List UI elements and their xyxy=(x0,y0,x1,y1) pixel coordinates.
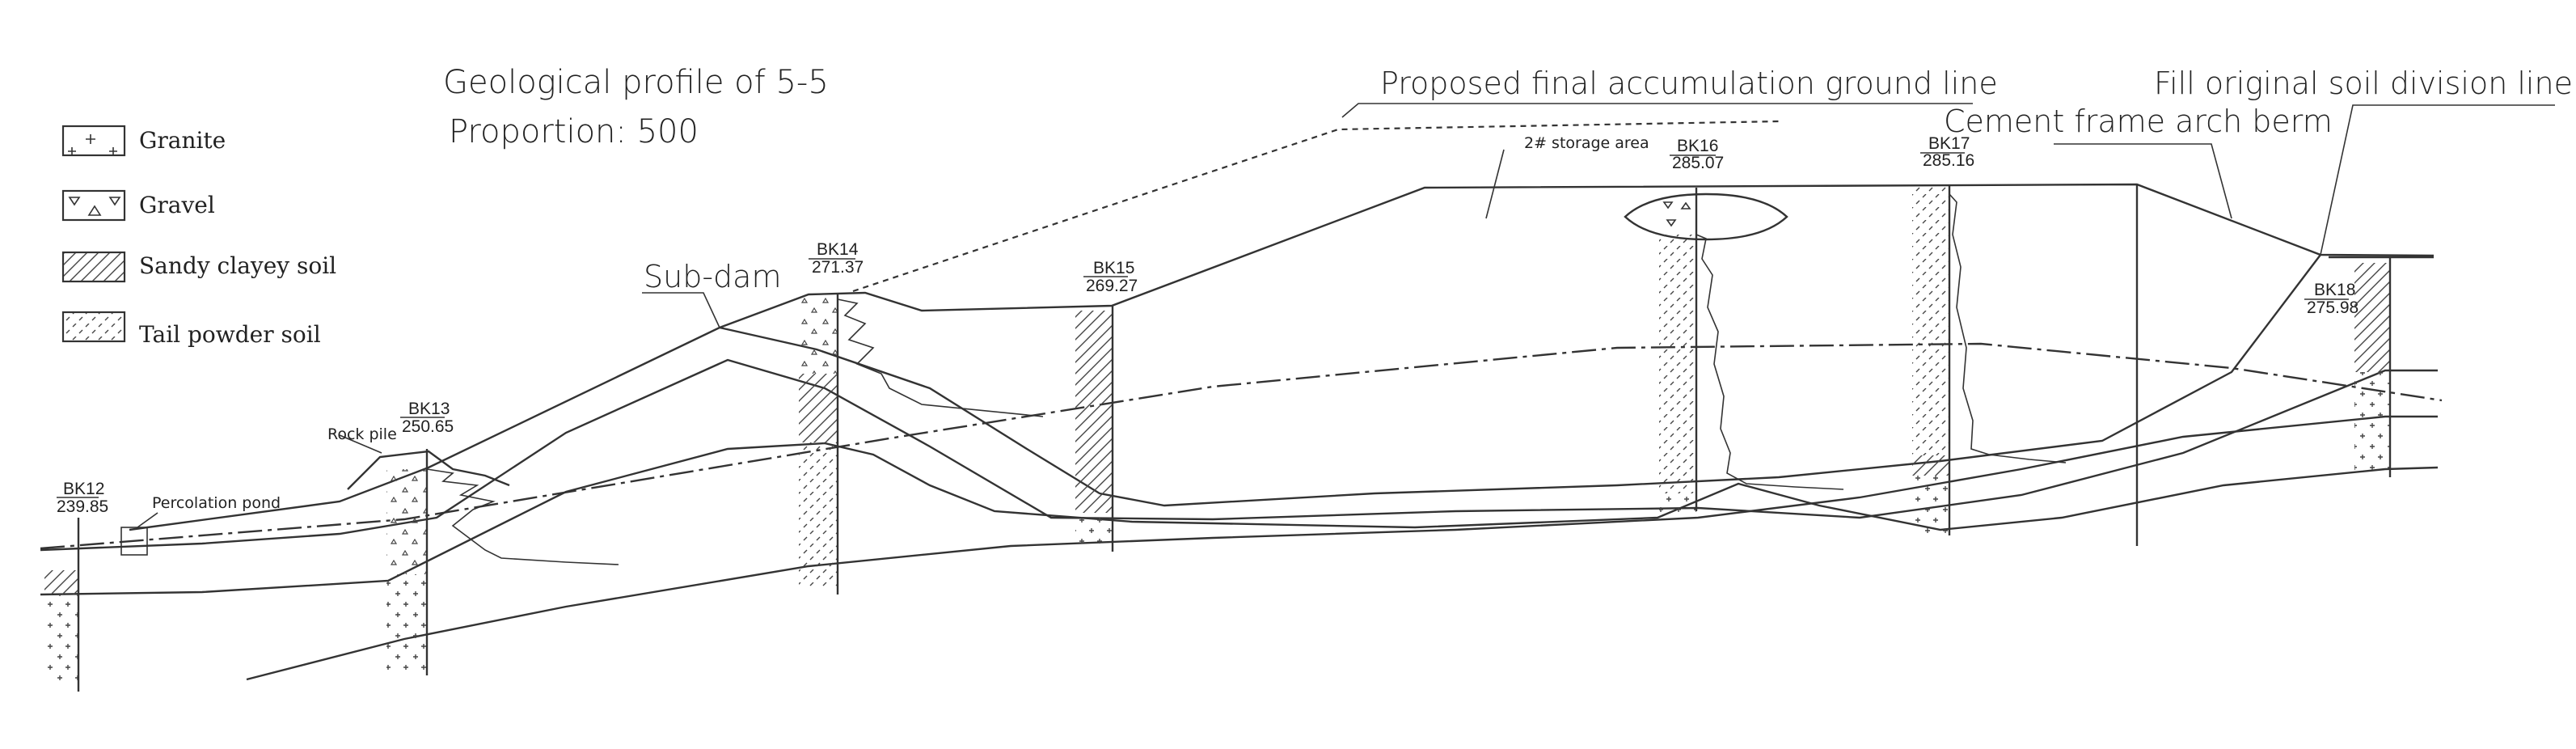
cement-berm-label: Cement frame arch berm xyxy=(1944,104,2333,139)
borehole-bk15: BK15 269.27 xyxy=(1075,259,1138,552)
borehole-bk16: BK16 285.07 xyxy=(1659,137,1844,514)
percolation-pond: Percolation pond xyxy=(120,494,281,556)
fill-division-line xyxy=(719,254,2321,507)
bedrock-line xyxy=(246,415,2438,681)
legend-item-granite: Granite xyxy=(61,125,226,157)
borehole-elevation: 271.37 xyxy=(812,258,864,277)
borehole-id: BK14 xyxy=(817,240,859,259)
diagram-title: Geological profile of 5-5 Proportion: 50… xyxy=(443,64,829,150)
granite-pattern-icon xyxy=(61,125,126,157)
rock-pile-label: Rock pile xyxy=(327,425,397,443)
annotations: Sub-dam Proposed final accumulation grou… xyxy=(642,66,2573,328)
percolation-pond-label: Percolation pond xyxy=(152,494,281,512)
storage-area-label: 2# storage area xyxy=(1524,134,1649,152)
legend-item-gravel: Gravel xyxy=(61,189,215,222)
legend-label: Sandy clayey soil xyxy=(139,252,336,279)
borehole-id: BK15 xyxy=(1093,259,1134,277)
borehole-elevation: 239.85 xyxy=(57,497,108,516)
borehole-elevation: 285.16 xyxy=(1923,151,1974,170)
legend-item-tail-powder-soil: Tail powder soil xyxy=(61,311,321,348)
borehole-id: BK12 xyxy=(63,480,104,498)
borehole-id: BK17 xyxy=(1928,134,1970,153)
title-line-2: Proportion: 500 xyxy=(449,113,699,150)
borehole-elevation: 285.07 xyxy=(1672,154,1724,172)
borehole-id: BK16 xyxy=(1677,137,1718,155)
borehole-elevation: 269.27 xyxy=(1086,277,1138,295)
legend: Granite Gravel Sandy clayey soil Tail po… xyxy=(61,125,336,348)
borehole-bk14: BK14 271.37 xyxy=(799,240,1044,595)
borehole-bk12: BK12 239.85 xyxy=(44,480,108,692)
borehole-id: BK13 xyxy=(408,400,450,418)
reference-dashdot-line xyxy=(40,342,2443,550)
proposed-line-label: Proposed final accumulation ground line xyxy=(1380,66,1998,101)
legend-label: Tail powder soil xyxy=(139,321,321,348)
fill-division-label: Fill original soil division line xyxy=(2154,66,2573,101)
borehole-bk13: BK13 250.65 xyxy=(386,400,619,675)
borehole-bk17: BK17 285.16 xyxy=(1912,134,2067,535)
sub-dam-label: Sub-dam xyxy=(644,259,781,294)
borehole-id: BK18 xyxy=(2314,281,2355,299)
borehole-bk18: BK18 275.98 xyxy=(2304,257,2392,477)
title-line-1: Geological profile of 5-5 xyxy=(443,64,829,101)
sandy-clayey-soil-pattern-icon xyxy=(61,251,126,283)
tail-powder-soil-pattern-icon xyxy=(61,311,126,343)
borehole-elevation: 275.98 xyxy=(2307,298,2359,317)
borehole-elevation: 250.65 xyxy=(402,417,454,436)
legend-item-sandy-clayey-soil: Sandy clayey soil xyxy=(61,251,336,283)
proposed-accumulation-leader xyxy=(852,120,1780,293)
legend-label: Gravel xyxy=(139,192,215,218)
rock-pile: Rock pile xyxy=(327,425,510,490)
legend-label: Granite xyxy=(139,127,226,154)
